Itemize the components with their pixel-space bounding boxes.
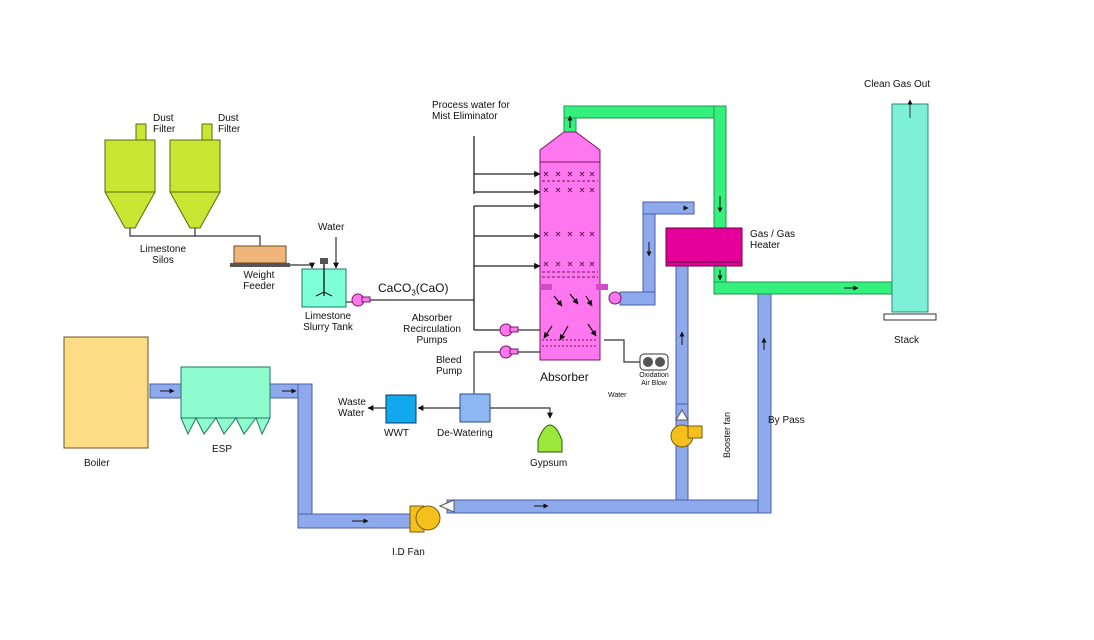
oxidation-air-line2: Air Blow (641, 380, 667, 387)
weight-feeder-line2: Feeder (243, 281, 275, 292)
absorber-recirc-line2: Recirculation (403, 324, 461, 335)
recirculation-pumps (498, 323, 540, 359)
limestone-slurry-tank (301, 258, 347, 308)
gas-gas-heater-line2: Heater (750, 240, 781, 251)
process-water-line1: Process water for (432, 100, 510, 111)
slurry-pump (351, 293, 371, 307)
weight-feeder-line1: Weight (243, 270, 275, 281)
duct-flow-arrows (160, 115, 859, 524)
esp (180, 366, 271, 436)
slurry-tank-line1: Limestone (304, 311, 352, 322)
waste-water-label: Waste Water (338, 397, 366, 419)
caco3-sub: 3 (411, 288, 416, 298)
gas-gas-heater-line1: Gas / Gas (750, 229, 796, 240)
limestone-silo-left (104, 123, 156, 229)
boiler (63, 336, 149, 449)
stack-label: Stack (894, 335, 920, 346)
id-fan (409, 499, 455, 533)
dust-filter-2-line2: Filter (218, 124, 241, 135)
booster-fan-label: Booster fan (722, 411, 732, 458)
absorber-label: Absorber (540, 370, 589, 384)
by-pass-label: By Pass (768, 415, 805, 426)
process-water-lines (473, 136, 541, 331)
id-fan-label: I.D Fan (392, 547, 425, 558)
waste-water-line2: Water (338, 408, 365, 419)
oxidation-air-line1: Oxidation (639, 372, 669, 379)
water-label: Water (318, 222, 345, 233)
gas-gas-heater (665, 227, 743, 267)
caco3-suffix: (CaO) (415, 281, 449, 295)
waste-water-line1: Waste (338, 397, 366, 408)
oxidation-air-blower (639, 353, 669, 371)
caco3-label: CaCO3(CaO) (378, 282, 448, 299)
dust-filter-label-1: Dust Filter (153, 113, 175, 135)
gas-gas-heater-label: Gas / Gas Heater (750, 229, 795, 251)
gypsum-label: Gypsum (530, 458, 568, 469)
bleed-pump-line2: Pump (436, 366, 463, 377)
weight-feeder (230, 245, 290, 267)
absorber-recirc-line1: Absorber (411, 313, 453, 324)
limestone-silos-line2: Silos (152, 255, 174, 266)
absorber-recirc-label: Absorber Recirculation Pumps (392, 313, 472, 346)
gas-inlet-fan (608, 291, 622, 305)
slurry-tank-line2: Slurry Tank (303, 322, 353, 333)
clean-gas-duct (563, 105, 895, 295)
oxidation-air-label: Oxidation Air Blow (632, 372, 676, 388)
process-water-label: Process water for Mist Eliminator (432, 100, 510, 122)
bleed-pump-line1: Bleed (436, 355, 462, 366)
bleed-pump-label: Bleed Pump (436, 355, 462, 377)
absorber-recirc-line3: Pumps (416, 335, 448, 346)
stack (883, 99, 937, 321)
dust-filter-1-line2: Filter (153, 124, 176, 135)
gypsum-pile (537, 424, 563, 453)
oxidation-water-label: Water (608, 392, 627, 399)
weight-feeder-label: Weight Feeder (231, 270, 287, 292)
clean-gas-out-label: Clean Gas Out (864, 79, 931, 90)
silo-pipes (129, 228, 261, 246)
wwt-box (385, 394, 417, 424)
dust-filter-2-line1: Dust (218, 113, 239, 124)
dewatering-box (459, 393, 491, 423)
limestone-slurry-tank-label: Limestone Slurry Tank (292, 311, 364, 333)
booster-fan (670, 409, 703, 448)
process-water-line2: Mist Eliminator (432, 111, 498, 122)
dust-filter-label-2: Dust Filter (218, 113, 240, 135)
esp-label: ESP (212, 444, 233, 455)
caco3-prefix: CaCO (378, 281, 412, 295)
wwt-label: WWT (384, 428, 409, 439)
absorber-tower (539, 131, 608, 361)
dust-filter-1-line1: Dust (153, 113, 174, 124)
limestone-silos-label: Limestone Silos (128, 244, 198, 266)
de-watering-label: De-Watering (437, 428, 493, 439)
limestone-silo-right (169, 123, 221, 229)
limestone-silos-line1: Limestone (139, 244, 187, 255)
boiler-label: Boiler (84, 458, 110, 469)
